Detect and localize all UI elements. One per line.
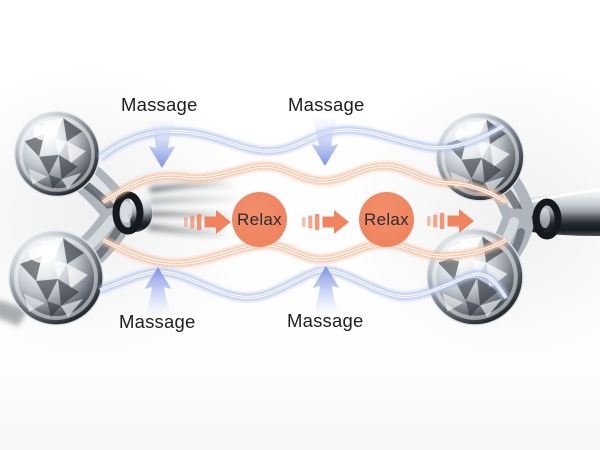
blue-wave-bottom-line bbox=[98, 266, 510, 302]
left-roller-ball-top bbox=[12, 109, 102, 199]
massage-label-top-right: Massage bbox=[288, 94, 365, 115]
orange-wave-bottom-line bbox=[101, 236, 508, 268]
massage-label-top-left: Massage bbox=[121, 94, 198, 115]
left-roller-ball-bottom bbox=[7, 229, 105, 327]
relax-badge-right: Relax bbox=[359, 192, 414, 247]
blue-wave-top-line bbox=[97, 122, 506, 162]
orange-wave-top-line bbox=[100, 161, 509, 206]
corner-shadow bbox=[0, 300, 28, 326]
flow-arrow-right-icon bbox=[302, 210, 349, 234]
massage-label-bottom-right: Massage bbox=[287, 310, 364, 331]
relax-badge-left: Relax bbox=[232, 192, 287, 247]
massage-roller-left-photo bbox=[7, 109, 241, 327]
massage-label-bottom-left: Massage bbox=[119, 311, 196, 332]
pressure-arrow-down-icon bbox=[311, 119, 339, 166]
motion-blur-streaks bbox=[147, 181, 241, 238]
